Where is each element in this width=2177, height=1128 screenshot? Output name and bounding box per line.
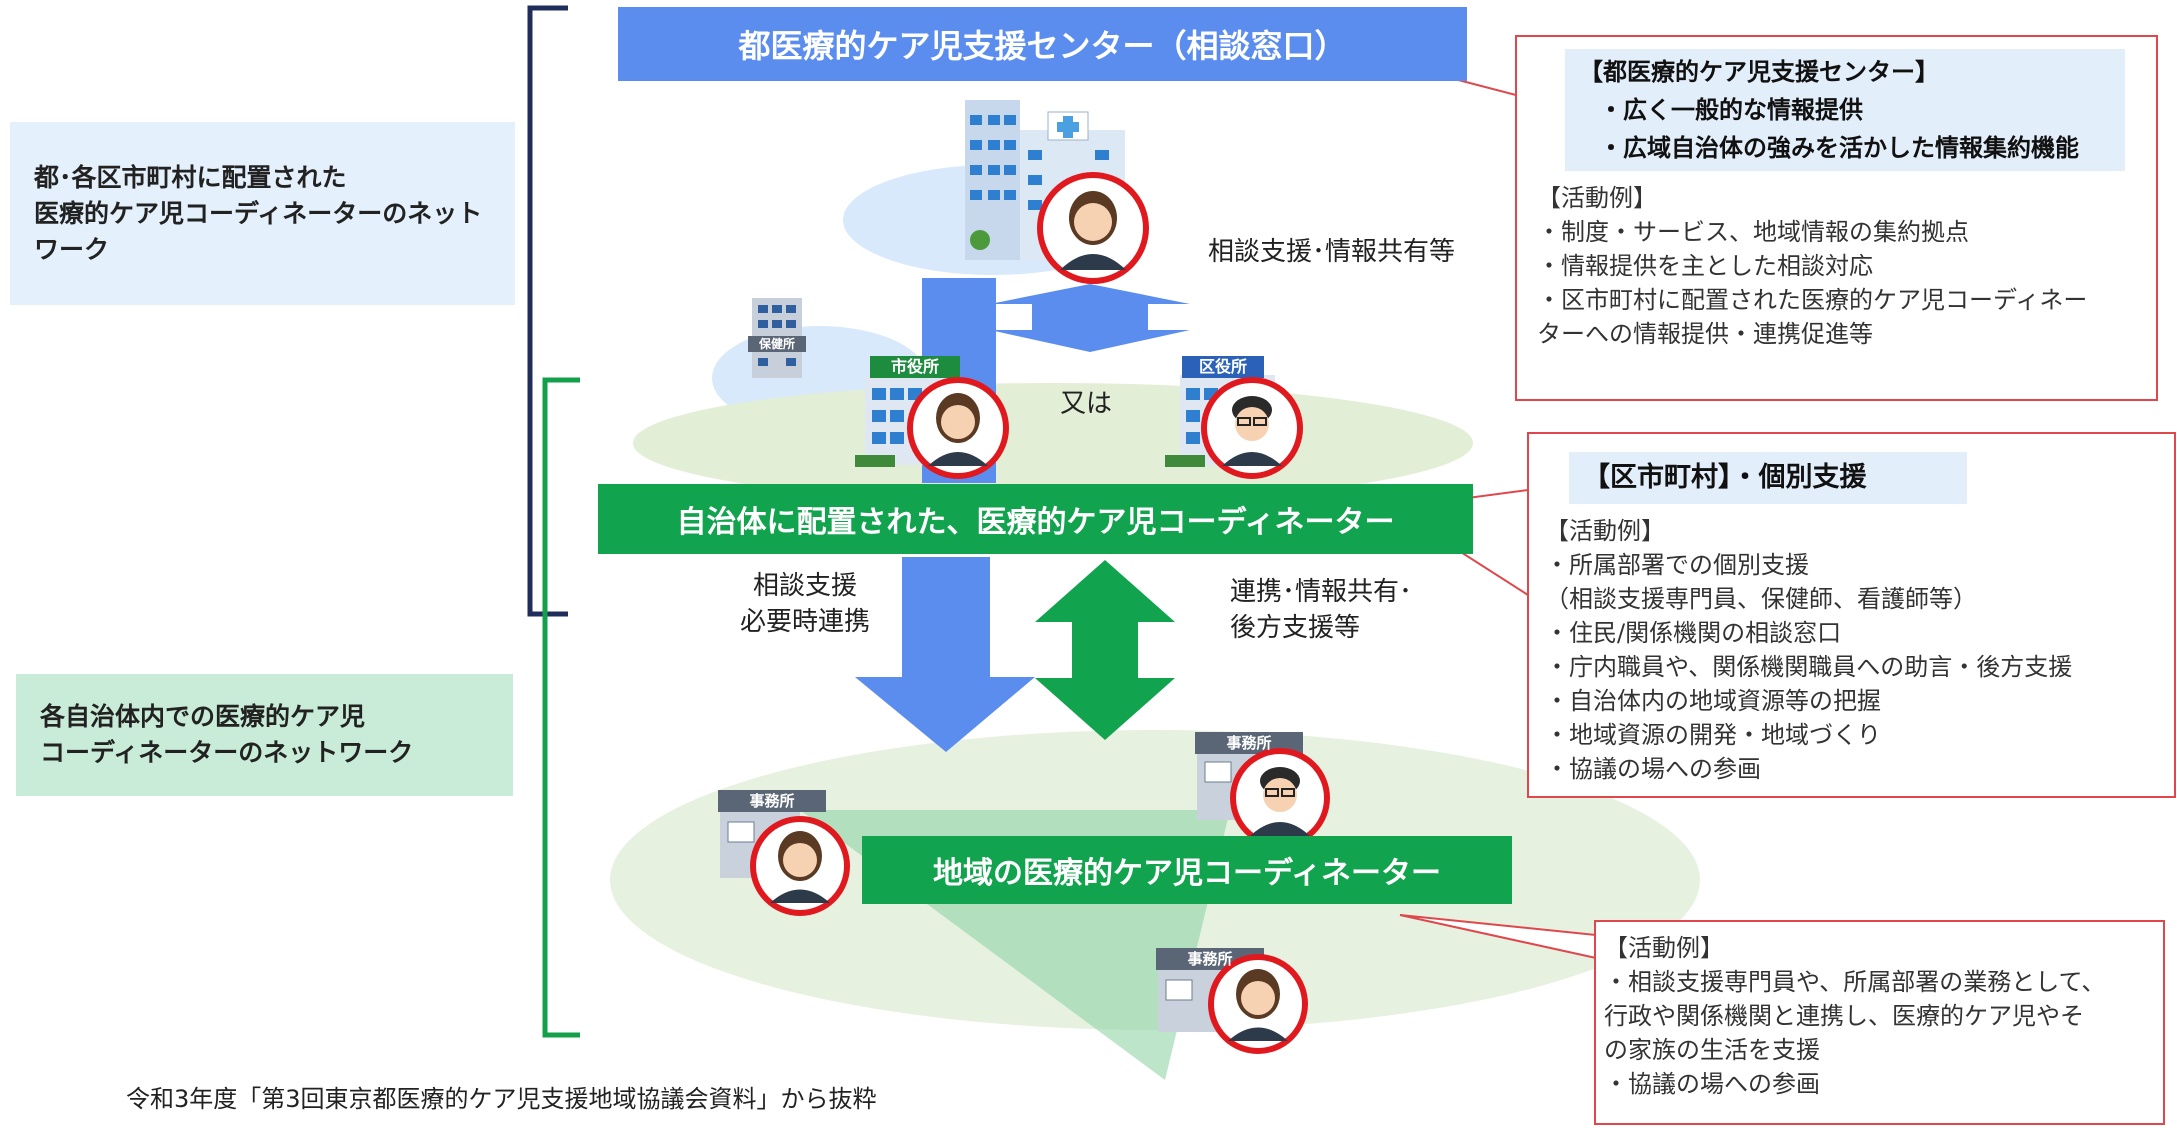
callout-municipality: 【区市町村】・個別支援 【活動例】 ・所属部署での個別支援 （相談支援専門員、保… [1527,432,2176,798]
coordinator-person-top-icon [1037,172,1149,284]
municipal-coordinator-bar: 自治体に配置された、医療的ケア児コーディネーター [598,484,1473,554]
callout3-body-line-2: ・相談支援専門員や、所属部署の業務として、 [1604,968,2106,996]
source-footnote: 令和3年度「第3回東京都医療的ケア児支援地域協議会資料」から抜粋 [126,1085,877,1113]
side-box1-line-1: 都･各区市町村に配置された [34,162,347,192]
callout-support-center: 【都医療的ケア児支援センター】 ・広く一般的な情報提供 ・広域自治体の強みを活か… [1515,35,2158,401]
side-box1-line-3: ワーク [34,234,110,264]
support-center-bar: 都医療的ケア児支援センター（相談窓口） [618,7,1467,81]
coordinator-person-left-icon [750,816,850,916]
callout3-body-line-1: 【活動例】 [1604,934,1724,962]
callout1-header-line-3: ・広域自治体の強みを活かした情報集約機能 [1599,134,2079,162]
callout2-body-line-5: ・庁内職員や、関係機関職員への助言・後方支援 [1545,653,2073,681]
consult-support-line-1: 相談支援 [752,571,857,601]
coordinator-person-bottom-icon [1208,954,1308,1054]
side-box2-line-1: 各自治体内での医療的ケア児 [40,702,366,731]
side-box1-line-2: 医療的ケア児コーディネーターのネット [34,198,483,228]
callout2-body-line-8: ・協議の場への参画 [1545,755,1761,783]
health-center-building-icon [748,298,806,378]
callout3-body-line-4: の家族の生活を支援 [1604,1036,1820,1064]
regional-coordinator-bar: 地域の医療的ケア児コーディネーター [862,836,1512,904]
callout1-body: 【活動例】 ・制度・サービス、地域情報の集約拠点 ・情報提供を主とした相談対応 … [1537,181,2087,351]
city-office-sign: 市役所 [890,357,939,376]
callout2-body-line-3: （相談支援専門員、保健師、看護師等） [1545,585,1977,613]
down-arrow-middle [855,557,1035,752]
double-arrow-blue [990,284,1190,352]
or-label: 又は [1060,389,1113,419]
network-bracket-green [542,377,580,1038]
health-center-sign: 保健所 [758,337,795,351]
coop-share-label: 連携･情報共有･ 後方支援等 [1230,574,1412,646]
consult-support-label: 相談支援 必要時連携 [705,568,905,640]
callout2-body-line-1: 【活動例】 [1545,517,1665,545]
callout3-body: 【活動例】 ・相談支援専門員や、所属部署の業務として、 行政や関係機関と連携し、… [1604,931,2105,1101]
callout-regional: 【活動例】 ・相談支援専門員や、所属部署の業務として、 行政や関係機関と連携し、… [1594,920,2165,1125]
callout2-header: 【区市町村】・個別支援 [1569,452,1967,504]
coop-share-line-1: 連携･情報共有･ [1230,577,1413,607]
callout2-body: 【活動例】 ・所属部署での個別支援 （相談支援専門員、保健師、看護師等） ・住民… [1545,514,2072,786]
office-sign-left: 事務所 [749,792,795,810]
callout2-body-line-7: ・地域資源の開発・地域づくり [1545,721,1881,749]
side-box-prefecture-network: 都･各区市町村に配置された 医療的ケア児コーディネーターのネット ワーク [10,122,515,305]
callout1-body-line-2: ・制度・サービス、地域情報の集約拠点 [1537,218,1969,246]
side-box2-line-2: コーディネーターのネットワーク [40,738,414,767]
callout1-body-line-3: ・情報提供を主とした相談対応 [1537,252,1873,280]
callout1-body-line-4: ・区市町村に配置された医療的ケア児コーディネー [1537,286,2088,314]
side-box-municipal-network: 各自治体内での医療的ケア児 コーディネーターのネットワーク [16,674,513,796]
callout2-body-line-6: ・自治体内の地域資源等の把握 [1545,687,1881,715]
consult-share-label: 相談支援･情報共有等 [1208,237,1456,267]
callout2-body-line-2: ・所属部署での個別支援 [1545,551,1809,579]
double-arrow-green [1035,560,1175,740]
office-sign-right: 事務所 [1226,734,1272,752]
callout1-header-line-1: 【都医療的ケア児支援センター】 [1579,58,1939,86]
callout2-body-line-4: ・住民/関係機関の相談窓口 [1545,619,1842,647]
office-sign-bottom: 事務所 [1187,950,1233,968]
coordinator-person-right-icon [1230,748,1330,848]
network-bracket-navy [527,5,568,617]
callout1-body-line-5: ターへの情報提供・連携促進等 [1537,320,1873,348]
ward-office-sign: 区役所 [1198,357,1247,376]
callout1-header-line-2: ・広く一般的な情報提供 [1599,96,1863,124]
callout1-header: 【都医療的ケア児支援センター】 ・広く一般的な情報提供 ・広域自治体の強みを活か… [1565,49,2125,171]
coop-share-line-2: 後方支援等 [1230,613,1361,643]
coordinator-person-ward-icon [1201,377,1303,479]
callout1-body-line-1: 【活動例】 [1537,184,1657,212]
consult-support-line-2: 必要時連携 [739,607,870,637]
callout3-body-line-5: ・協議の場への参画 [1604,1070,1820,1098]
callout3-body-line-3: 行政や関係機関と連携し、医療的ケア児やそ [1604,1002,2084,1030]
coordinator-person-city-icon [907,377,1009,479]
